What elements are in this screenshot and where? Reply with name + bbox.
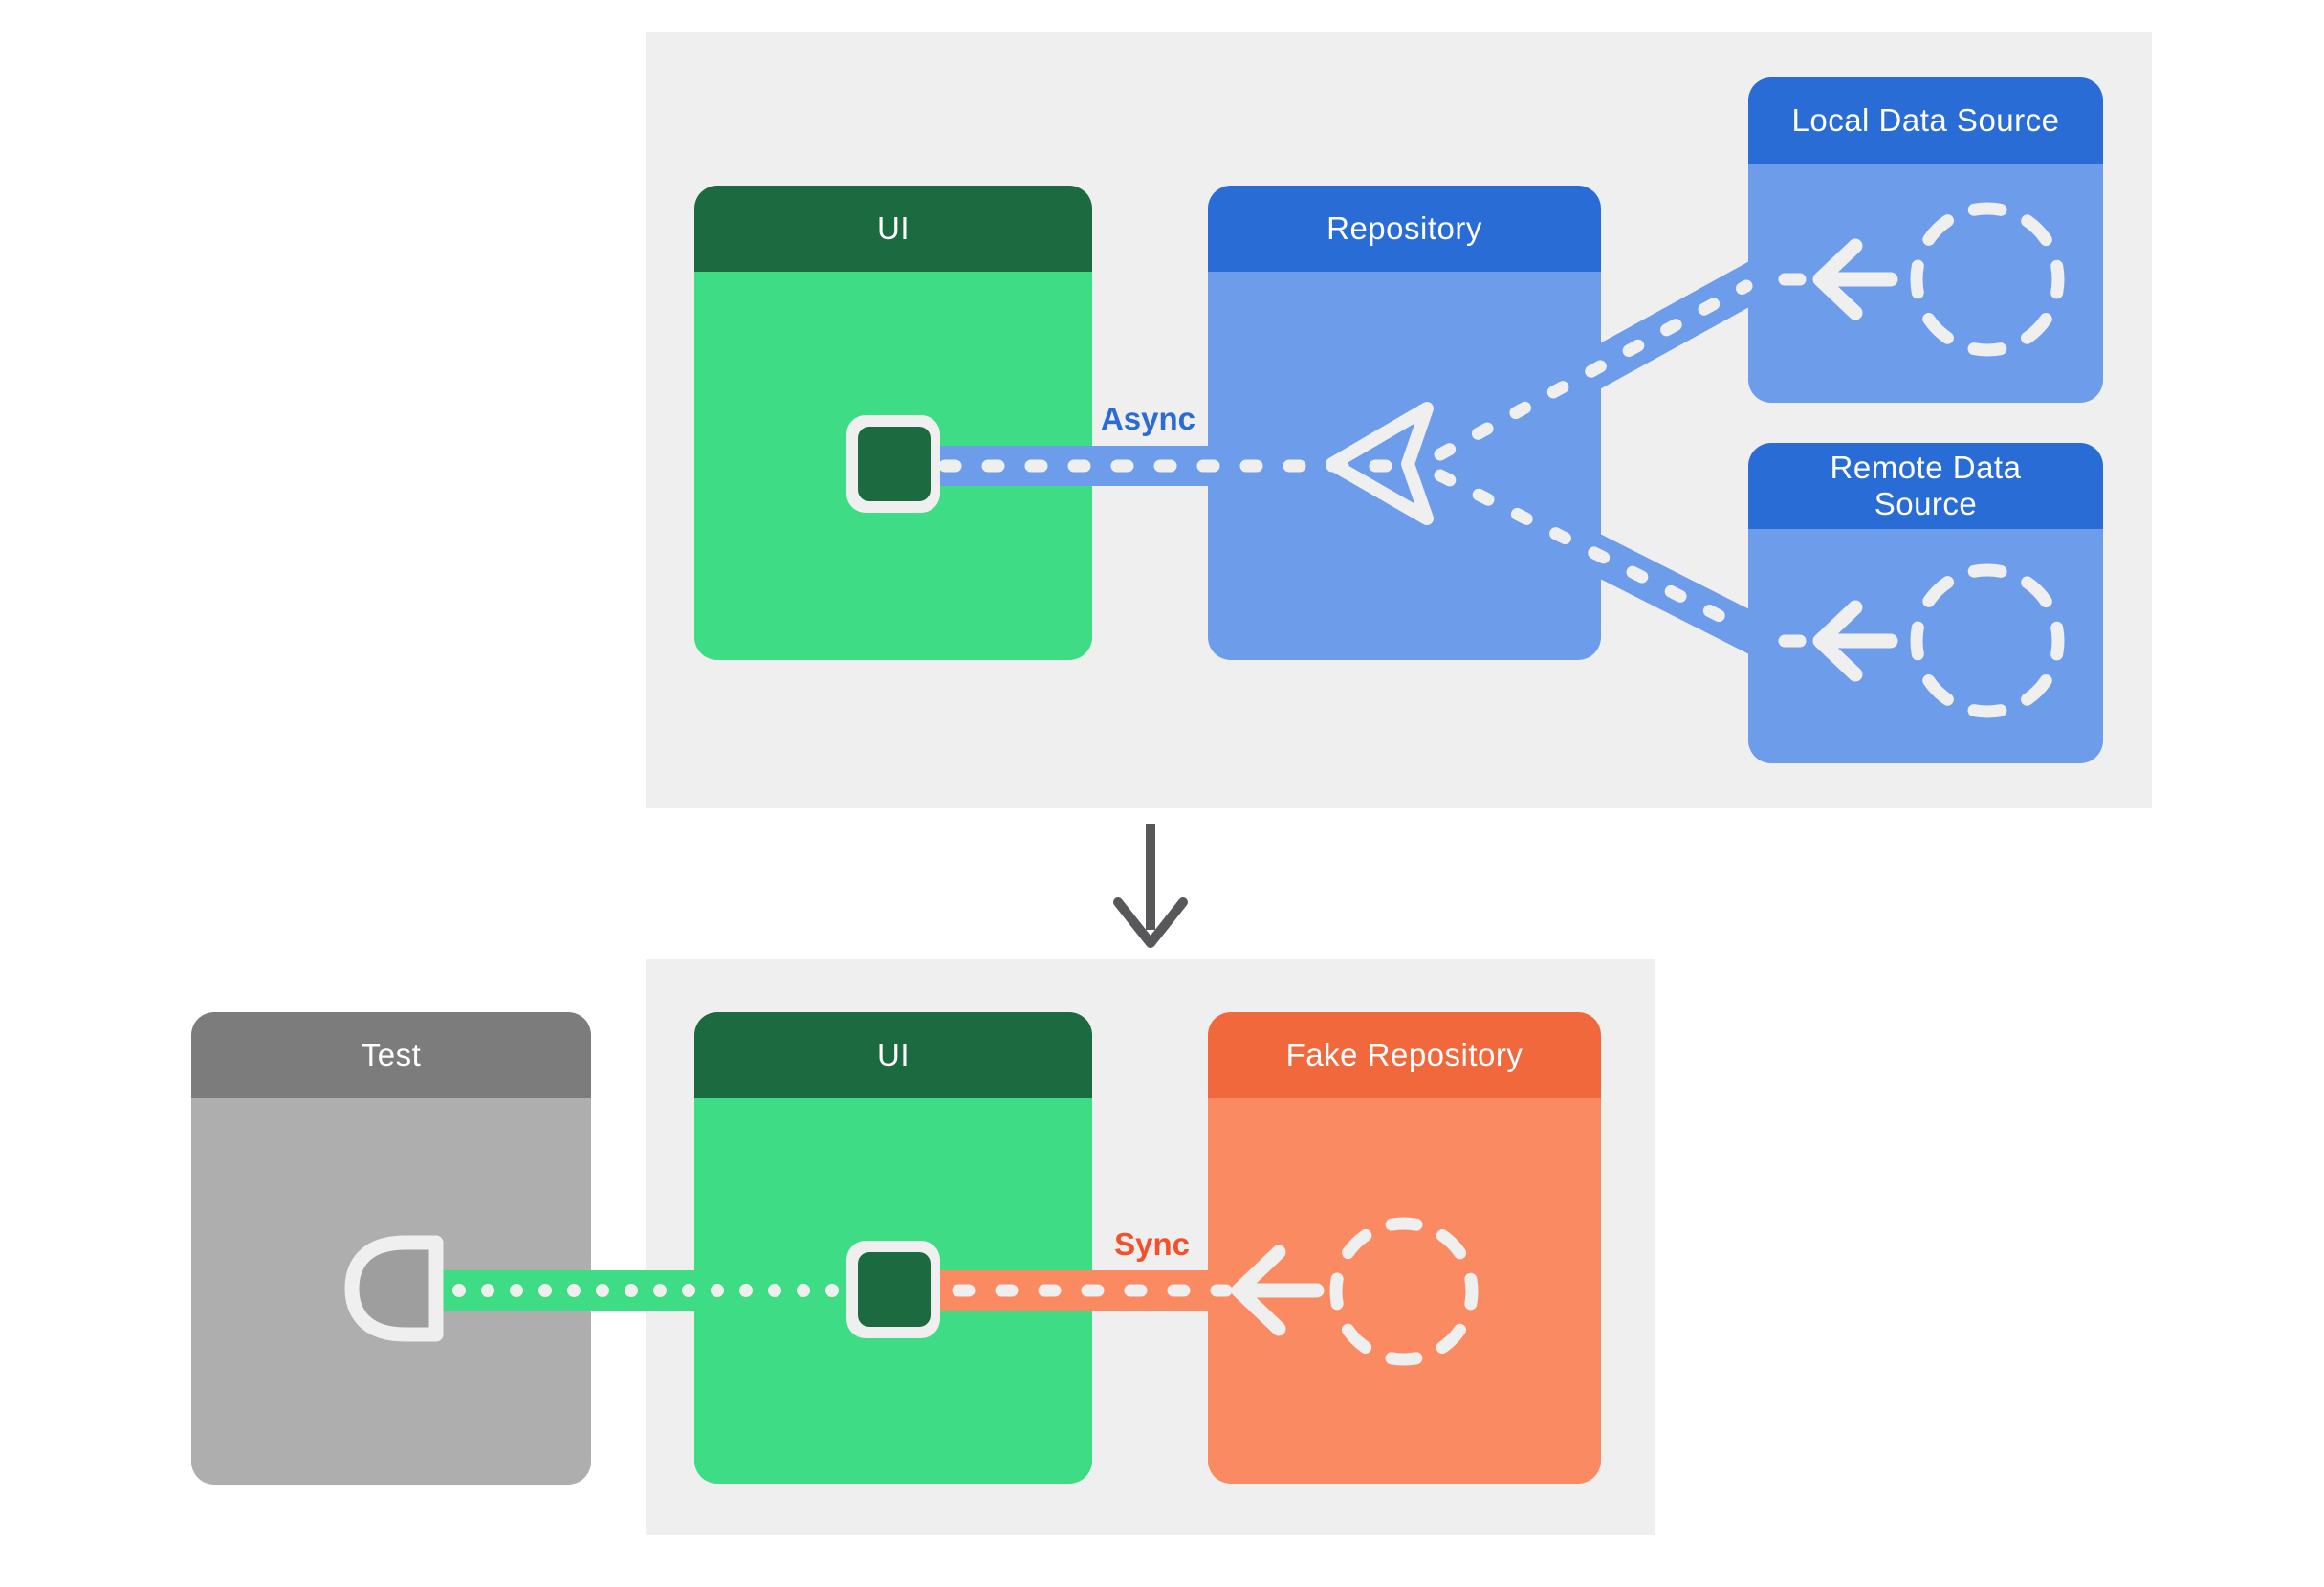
ui-card-top: UI: [694, 186, 1092, 660]
ui-card-top-title: UI: [694, 186, 1092, 272]
repository-card-title: Repository: [1208, 186, 1601, 272]
down-arrow-icon: [1113, 824, 1188, 948]
fake-repository-card: Fake Repository: [1208, 1012, 1601, 1484]
ui-card-bottom: UI: [694, 1012, 1092, 1484]
fake-repository-title: Fake Repository: [1208, 1012, 1601, 1098]
remote-data-source-card: Remote Data Source: [1748, 443, 2103, 763]
local-data-source-card: Local Data Source: [1748, 77, 2103, 403]
sync-connection-label: Sync: [1114, 1226, 1190, 1262]
test-card: Test: [191, 1012, 591, 1485]
test-card-title: Test: [191, 1012, 591, 1098]
local-data-source-title: Local Data Source: [1748, 77, 2103, 164]
async-connection-label: Async: [1100, 401, 1195, 436]
remote-data-source-title: Remote Data Source: [1748, 443, 2103, 529]
repository-card: Repository: [1208, 186, 1601, 660]
ui-card-bottom-title: UI: [694, 1012, 1092, 1098]
